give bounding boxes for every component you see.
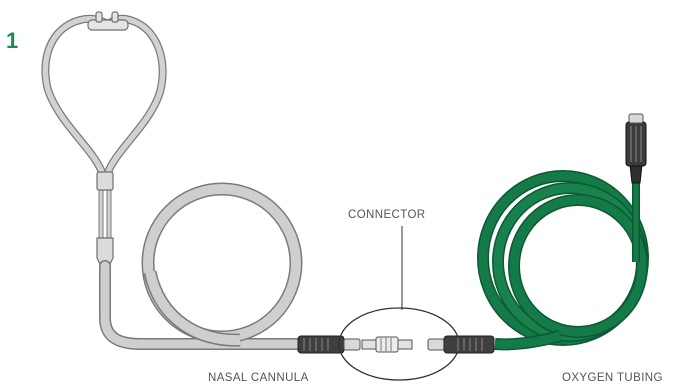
connector-icon [361, 336, 413, 353]
cannula-main-tube [99, 260, 306, 350]
oxygen-tubing [427, 113, 649, 354]
oxygen-tubing-end-fitting [427, 335, 495, 354]
connector-callout [338, 226, 460, 381]
cannula-end-fitting [297, 335, 361, 354]
oxygen-tubing-label: OXYGEN TUBING [562, 372, 663, 384]
cannula-coil [141, 182, 303, 347]
oxygen-tubing-coil [477, 170, 649, 346]
oxygen-tubing-tail [494, 330, 562, 351]
cannula-head-loop [41, 14, 167, 179]
step-number: 1 [6, 28, 19, 53]
nasal-cannula [41, 11, 361, 354]
nasal-cannula-label: NASAL CANNULA [208, 372, 309, 384]
nasal-prongs-icon [87, 11, 129, 31]
connector-label: CONNECTOR [348, 209, 426, 221]
cannula-slider [96, 171, 114, 191]
oxygen-tubing-top-fitting [625, 113, 647, 184]
